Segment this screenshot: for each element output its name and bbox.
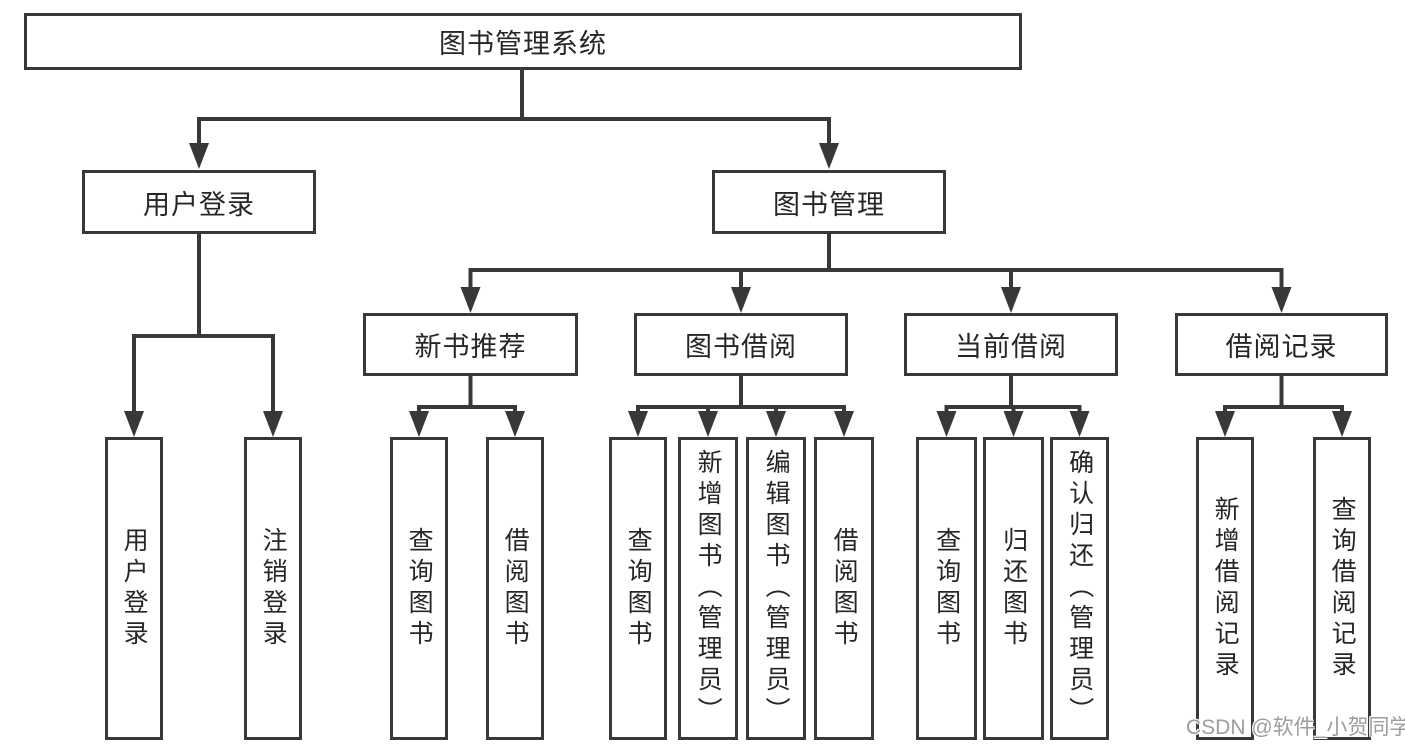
node-label: 当前借阅	[955, 332, 1067, 362]
node-label: 图书借阅	[685, 332, 797, 362]
node-label: 图书管理系统	[439, 29, 607, 59]
node-label: 借阅记录	[1225, 332, 1338, 362]
arrowhead	[1332, 411, 1352, 437]
arrowhead	[1271, 287, 1292, 313]
arrowhead	[124, 411, 144, 437]
node-user-login: 用户登录	[82, 170, 316, 234]
arrowhead	[819, 143, 839, 169]
arrowhead	[731, 287, 751, 313]
node-label: 新书推荐	[414, 332, 527, 362]
leaf-label: 查询图书	[932, 526, 961, 651]
leaf-label: 注销登录	[259, 526, 288, 651]
node-label: 图书管理	[773, 189, 885, 220]
leaf-current-query-book: 查询图书	[916, 437, 977, 740]
arrowhead	[628, 411, 648, 437]
connector-recommend-to-leaves	[417, 374, 517, 415]
arrowhead	[698, 411, 718, 437]
connector-root-to-level1	[197, 66, 831, 147]
arrowhead	[936, 411, 957, 437]
node-book-management: 图书管理	[712, 170, 946, 234]
arrowhead	[505, 411, 525, 437]
leaf-label: 借阅图书	[501, 526, 530, 651]
connector-records-to-leaves	[1223, 374, 1344, 415]
leaf-borrow-borrow-book: 借阅图书	[814, 437, 874, 740]
arrowhead	[1215, 411, 1235, 437]
leaf-label: 编辑图书（管理员）	[762, 449, 791, 728]
node-label: 用户登录	[143, 189, 255, 220]
node-new-book-recommend: 新书推荐	[363, 313, 578, 376]
leaf-label: 归还图书	[999, 526, 1028, 651]
connector-current-to-leaves	[944, 374, 1082, 415]
arrowhead	[766, 411, 786, 437]
connector-borrow-to-leaves	[636, 374, 846, 415]
leaf-label: 借阅图书	[830, 526, 859, 651]
node-borrow-records: 借阅记录	[1175, 313, 1388, 376]
node-current-borrow: 当前借阅	[904, 313, 1118, 376]
leaf-recommend-query-book: 查询图书	[390, 437, 448, 740]
leaf-label: 确认归还（管理员）	[1065, 449, 1094, 728]
arrowhead	[460, 287, 481, 313]
arrowhead	[834, 411, 854, 437]
csdn-watermark: CSDN @软件_小贺同学	[1186, 716, 1405, 739]
connector-book-management-to-level3	[468, 231, 1284, 291]
arrowhead	[1001, 287, 1021, 313]
leaf-label: 新增图书（管理员）	[694, 449, 723, 728]
leaf-label: 新增借阅记录	[1211, 495, 1240, 682]
arrowhead	[263, 411, 283, 437]
leaf-label: 查询图书	[624, 526, 653, 651]
leaf-label: 查询借阅记录	[1328, 495, 1357, 682]
leaf-records-query-record: 查询借阅记录	[1313, 437, 1371, 740]
node-library-management-system: 图书管理系统	[24, 13, 1022, 70]
leaf-recommend-borrow-book: 借阅图书	[486, 437, 544, 740]
leaf-label: 查询图书	[405, 526, 434, 651]
arrowhead	[409, 411, 429, 437]
leaf-borrow-query-book: 查询图书	[609, 437, 667, 740]
leaf-user-login: 用户登录	[105, 437, 163, 740]
leaf-current-confirm-return-admin: 确认归还（管理员）	[1050, 437, 1109, 740]
leaf-borrow-add-book-admin: 新增图书（管理员）	[678, 437, 738, 740]
leaf-current-return-book: 归还图书	[983, 437, 1044, 740]
arrowhead	[189, 143, 209, 169]
leaf-logout: 注销登录	[244, 437, 302, 740]
leaf-borrow-edit-book-admin: 编辑图书（管理员）	[746, 437, 806, 740]
leaf-records-add-record: 新增借阅记录	[1196, 437, 1254, 740]
connector-user-login-to-leaves	[132, 231, 275, 415]
leaf-label: 用户登录	[120, 526, 149, 651]
arrowhead	[1003, 411, 1024, 437]
node-book-borrow: 图书借阅	[634, 313, 848, 376]
arrowhead	[1069, 411, 1090, 437]
